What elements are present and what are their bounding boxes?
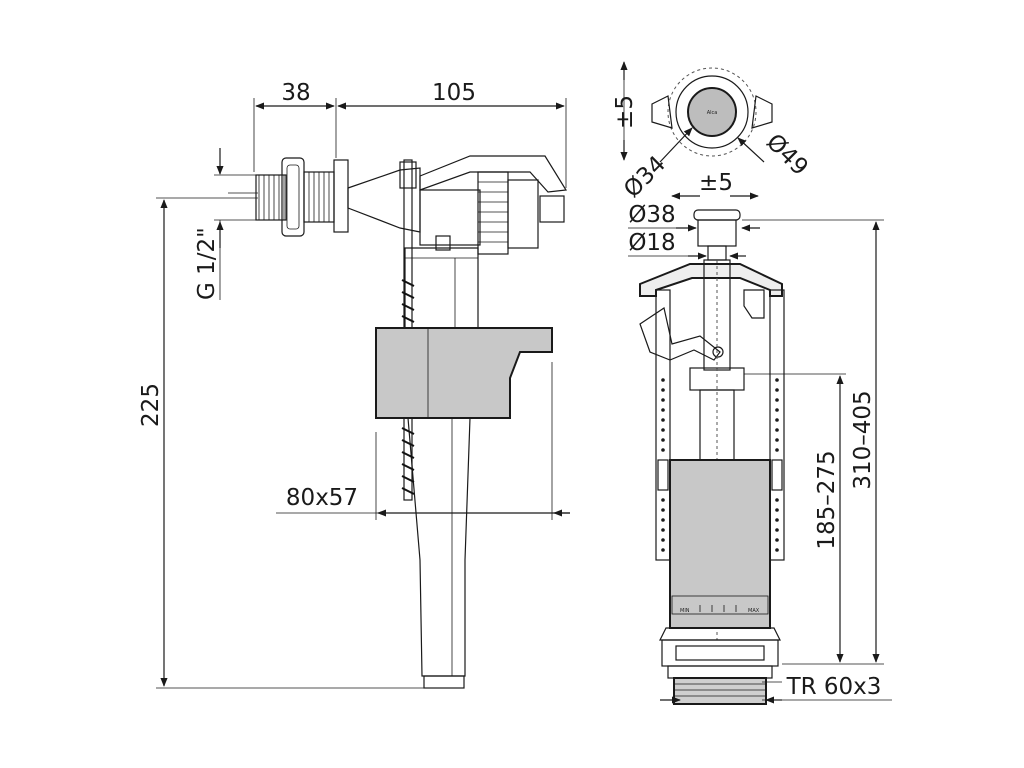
push-button [693, 209, 741, 261]
dimension-310-405: 310–405 [850, 390, 876, 489]
dimension-38: 38 [281, 80, 310, 106]
valve-body [404, 247, 479, 689]
dimension-pm5-horizontal: ±5 [699, 170, 733, 196]
dimension-pm5-vertical: ±5 [612, 95, 638, 129]
inlet-connector [228, 157, 349, 237]
flush-valve: ±5 [639, 170, 785, 705]
dimension-d49: Ø49 [761, 129, 813, 181]
dimension-g-thread: G 1/2" [194, 227, 220, 300]
dimension-d18: Ø18 [628, 230, 675, 256]
right-dimensions: Ø38 Ø18 310–405 185–275 TR 60x3 [628, 202, 892, 704]
brand-logo: Alca [707, 110, 718, 116]
left-dimensions: 38 105 G 1/2" 225 80x57 [138, 80, 570, 689]
side-rail-left [655, 289, 671, 561]
lever-mechanism [639, 289, 765, 361]
dimension-105: 105 [432, 80, 476, 106]
side-rail-right [769, 289, 785, 561]
float-cup [375, 327, 553, 419]
fill-valve [228, 155, 568, 689]
base-seal [659, 627, 781, 705]
dimension-80x57: 80x57 [286, 485, 358, 511]
dimension-225: 225 [138, 383, 164, 427]
dimension-185-275: 185–275 [814, 450, 840, 549]
overflow-cylinder [669, 459, 771, 629]
dimension-d38-button: Ø38 [628, 202, 675, 228]
scale-max: MAX [748, 608, 760, 614]
dimension-tr60x3: TR 60x3 [786, 674, 882, 700]
scale-min: MIN [680, 608, 690, 614]
valve-head [347, 155, 568, 255]
